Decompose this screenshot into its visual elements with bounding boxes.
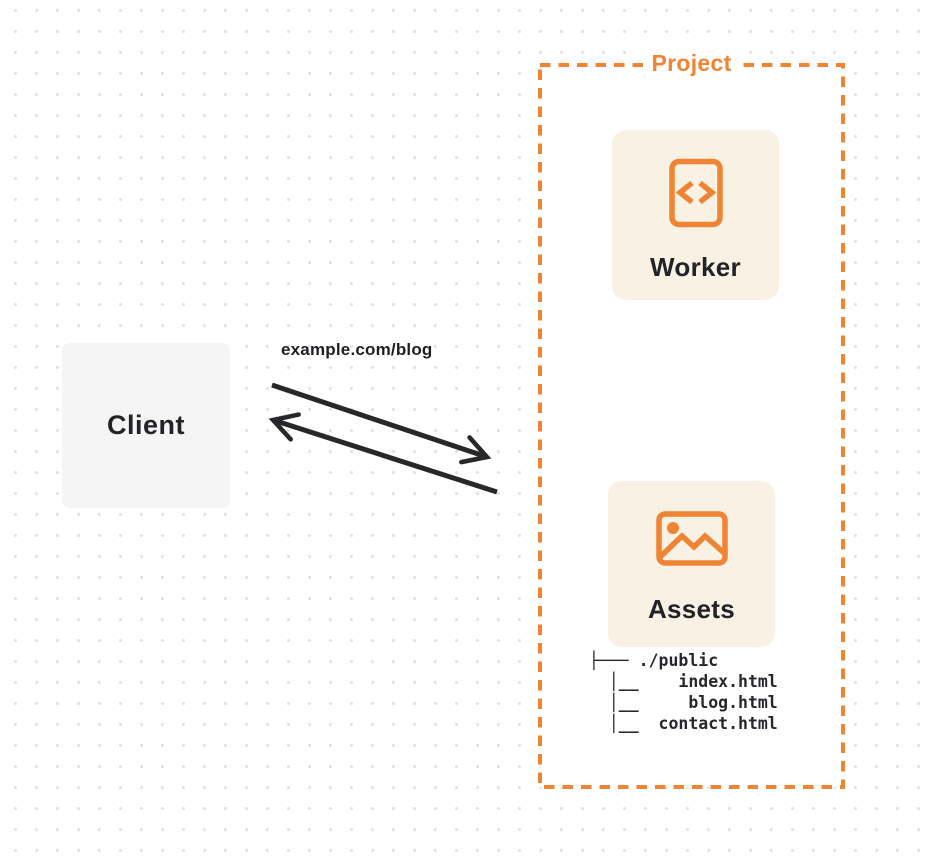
tree-line-contact: │__ contact.html (589, 714, 778, 733)
client-label: Client (106, 410, 185, 440)
project-label-row: Project (540, 50, 843, 77)
client-node: Client (62, 343, 230, 508)
tree-line-index: │__ index.html (589, 672, 778, 691)
response-arrow (268, 412, 498, 495)
project-label: Project (643, 50, 740, 77)
assets-label: Assets (647, 594, 736, 624)
assets-node: Assets (608, 481, 775, 647)
assets-file-tree: ├─── ./public │__ index.html │__ blog.ht… (589, 650, 778, 734)
request-arrow (271, 382, 492, 465)
worker-node: Worker (612, 130, 779, 300)
tree-line-public: ├─── ./public (589, 651, 719, 670)
request-url-label: example.com/blog (281, 340, 433, 359)
code-file-icon (668, 158, 723, 228)
worker-label: Worker (650, 252, 741, 282)
image-icon (655, 511, 728, 566)
tree-line-blog: │__ blog.html (589, 693, 778, 712)
